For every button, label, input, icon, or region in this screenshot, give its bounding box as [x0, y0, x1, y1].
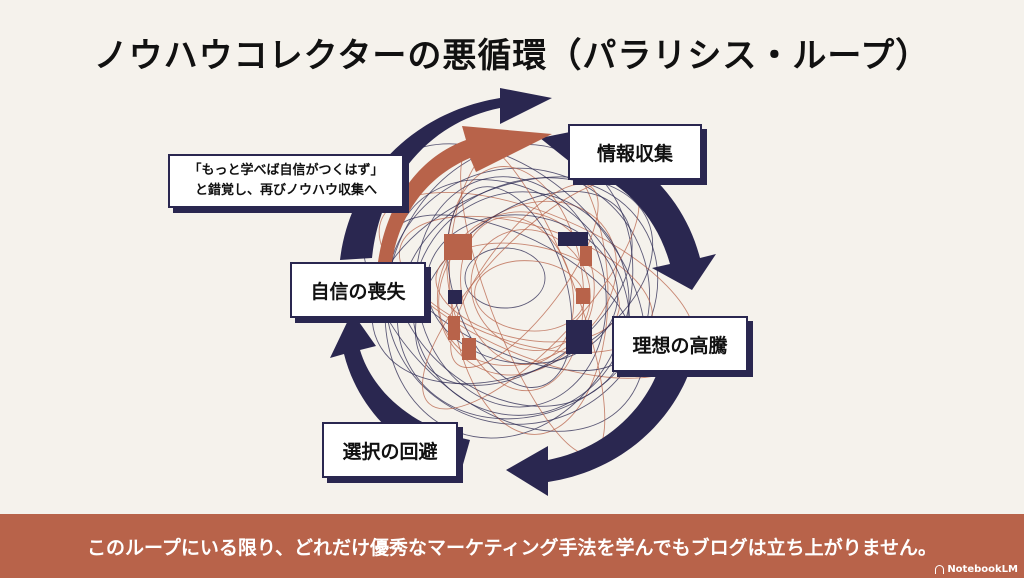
tangle-line [450, 183, 599, 368]
stage-label: 理想の高騰 [632, 334, 728, 357]
center-mark [444, 234, 472, 260]
stage-label: 選択の回避 [342, 440, 438, 463]
footer-text: このループにいる限り、どれだけ優秀なマーケティング手法を学んでもブログは立ち上が… [86, 536, 938, 559]
tangle-line [371, 176, 654, 385]
stage-ideal-rise: 理想の高騰 [612, 316, 748, 372]
notebooklm-icon [935, 565, 945, 574]
tangle-line [435, 242, 620, 343]
note-box: 「もっと学べば自信がつくはず」 と錯覚し、再びノウハウ収集へ [168, 154, 404, 208]
note-line: と錯覚し、再びノウハウ収集へ [194, 183, 377, 198]
notebooklm-badge: NotebookLM [935, 564, 1018, 575]
tangle-line [392, 179, 631, 407]
page-title: ノウハウコレクターの悪循環（パラリシス・ループ） [93, 36, 931, 76]
center-mark [558, 232, 588, 246]
center-mark [462, 338, 476, 360]
return-arrow [378, 126, 552, 262]
center-mark [448, 290, 462, 304]
stage-choice-avoidance: 選択の回避 [322, 422, 458, 478]
stage-label: 情報収集 [596, 142, 673, 165]
tangle-line [446, 166, 585, 392]
stage-info-collection: 情報収集 [568, 124, 702, 180]
footer-banner: このループにいる限り、どれだけ優秀なマーケティング手法を学んでもブログは立ち上が… [0, 514, 1024, 578]
cycle-diagram [330, 88, 716, 496]
center-mark [576, 288, 590, 304]
center-mark [566, 320, 592, 354]
stage-confidence-loss: 自信の喪失 [290, 262, 426, 318]
badge-label: NotebookLM [947, 564, 1018, 575]
tangle-line [426, 214, 619, 365]
note-line: 「もっと学べば自信がつくはず」 [188, 163, 384, 178]
arrow-top-to-right [540, 132, 716, 290]
center-mark [448, 316, 460, 340]
center-mark [580, 246, 592, 266]
stage-label: 自信の喪失 [310, 280, 406, 303]
